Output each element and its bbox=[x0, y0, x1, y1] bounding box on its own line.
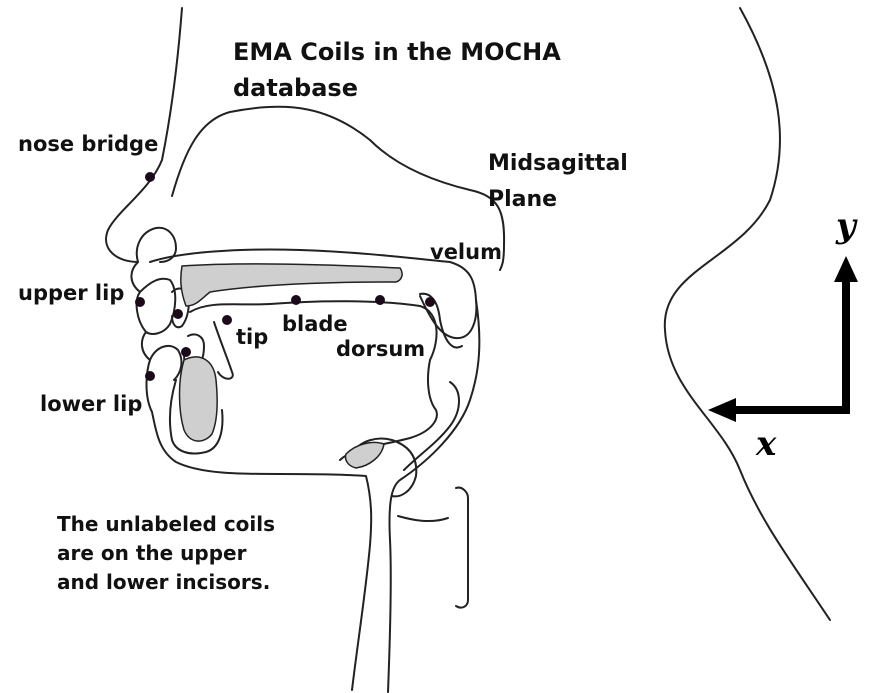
x-axis-label: x bbox=[756, 424, 776, 464]
label-tip: tip bbox=[236, 325, 268, 350]
coil-blade bbox=[291, 295, 301, 305]
neck-back-outline bbox=[665, 8, 830, 620]
coil-dorsum bbox=[375, 295, 385, 305]
upper-lip-outline bbox=[140, 279, 175, 334]
note-line-3: and lower incisors. bbox=[57, 568, 275, 597]
coil-lower-lip bbox=[145, 371, 155, 381]
midsagittal-plane-label: Midsagittal Plane bbox=[488, 146, 628, 218]
coil-upper-lip bbox=[135, 297, 145, 307]
coil-tip bbox=[222, 315, 232, 325]
plane-label-line-1: Midsagittal bbox=[488, 146, 628, 182]
note-line-2: are on the upper bbox=[57, 539, 275, 568]
hyoid-bone bbox=[345, 442, 384, 468]
coil-velum bbox=[425, 297, 435, 307]
note-line-1: The unlabeled coils bbox=[57, 510, 275, 539]
coil-upper-incisor bbox=[173, 309, 183, 319]
mandible-bone bbox=[180, 357, 218, 441]
trachea-outline bbox=[456, 488, 468, 608]
label-velum: velum bbox=[430, 240, 502, 265]
unlabeled-coils-note: The unlabeled coils are on the upper and… bbox=[57, 510, 275, 597]
title-line-1: EMA Coils in the MOCHA bbox=[233, 34, 561, 70]
tongue-underside bbox=[214, 322, 233, 379]
plane-label-line-2: Plane bbox=[488, 182, 628, 218]
label-lower-lip: lower lip bbox=[40, 392, 142, 417]
hyoid-outline bbox=[398, 516, 448, 521]
title-line-2: database bbox=[233, 70, 561, 106]
label-nose-bridge: nose bridge bbox=[18, 132, 158, 157]
y-axis-label: y bbox=[836, 206, 856, 246]
y-axis-arrowhead bbox=[834, 256, 858, 282]
label-dorsum: dorsum bbox=[336, 337, 425, 362]
coil-lower-incisor bbox=[181, 347, 191, 357]
label-upper-lip: upper lip bbox=[18, 281, 124, 306]
x-axis-arrowhead bbox=[708, 398, 736, 422]
coil-nose-bridge bbox=[145, 172, 155, 182]
diagram-title: EMA Coils in the MOCHA database bbox=[233, 34, 561, 106]
label-blade: blade bbox=[282, 312, 348, 337]
